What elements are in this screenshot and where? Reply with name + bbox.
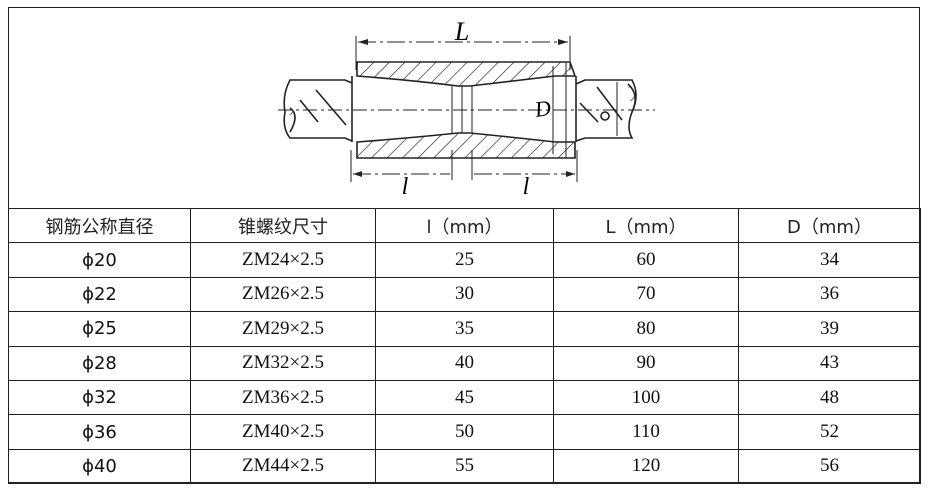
table-cell: 90 — [553, 345, 739, 381]
label-L: L — [454, 17, 469, 46]
table-cell: ϕ20 — [8, 242, 191, 278]
table-cell: ZM44×2.5 — [190, 448, 376, 485]
table-cell: 60 — [553, 242, 739, 278]
header-cell: D（mm） — [738, 207, 921, 244]
table-cell: 52 — [738, 414, 921, 450]
table-cell: 39 — [738, 311, 921, 347]
table-cell: 35 — [375, 311, 554, 347]
table-cell: ZM29×2.5 — [190, 311, 376, 347]
table-cell: 34 — [738, 242, 921, 278]
table-cell: ϕ25 — [8, 311, 191, 347]
header-cell: 钢筋公称直径 — [8, 207, 191, 244]
table-cell: 70 — [553, 276, 739, 313]
header-row: 钢筋公称直径 锥螺纹尺寸 l（mm） L（mm） D（mm） — [8, 207, 921, 244]
header-cell: L（mm） — [553, 207, 739, 244]
table-cell: ϕ32 — [8, 379, 191, 416]
table-cell: ZM26×2.5 — [190, 276, 376, 313]
table-cell: 110 — [553, 414, 739, 450]
table-cell: 30 — [375, 276, 554, 313]
table-cell: 45 — [375, 379, 554, 416]
table-cell: ZM40×2.5 — [190, 414, 376, 450]
table-cell: 48 — [738, 379, 921, 416]
table-cell: 43 — [738, 345, 921, 381]
table-cell: ZM24×2.5 — [190, 242, 376, 278]
table-cell: ϕ36 — [8, 414, 191, 450]
table-cell: 55 — [375, 448, 554, 485]
table-cell: 80 — [553, 311, 739, 347]
table-cell: 36 — [738, 276, 921, 313]
table-cell: 40 — [375, 345, 554, 381]
table-cell: 25 — [375, 242, 554, 278]
label-D: D — [532, 95, 552, 122]
table-cell: ϕ28 — [8, 345, 191, 381]
table-cell: 50 — [375, 414, 554, 450]
table-cell: ϕ40 — [8, 448, 191, 485]
table-cell: 56 — [738, 448, 921, 485]
header-cell: l（mm） — [375, 207, 554, 244]
table-cell: ϕ22 — [8, 276, 191, 313]
table-cell: 120 — [553, 448, 739, 485]
table-cell: ZM36×2.5 — [190, 379, 376, 416]
table-cell: 100 — [553, 379, 739, 416]
header-cell: 锥螺纹尺寸 — [190, 207, 376, 244]
label-l-right: l — [523, 174, 530, 200]
table-cell: ZM32×2.5 — [190, 345, 376, 381]
coupler-diagram: L l l D — [278, 17, 655, 200]
label-l-left: l — [402, 174, 409, 200]
